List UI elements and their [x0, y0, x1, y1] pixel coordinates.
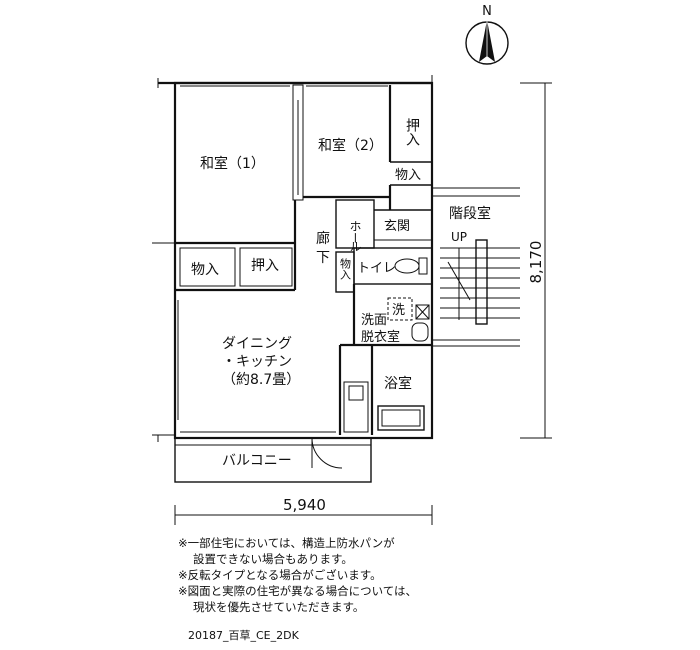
room-monoire-small: 物入: [339, 257, 352, 280]
room-dk-3: （約8.7畳）: [222, 372, 300, 388]
room-dk-2: ・キッチン: [222, 354, 292, 370]
north-label: N: [482, 4, 492, 19]
room-oshiire-top: 押入: [404, 118, 420, 146]
room-dk-1: ダイニング: [222, 336, 292, 352]
toilet-icon: [394, 257, 428, 275]
stair-up-label: UP: [451, 230, 467, 244]
room-wash-room-2: 脱衣室: [361, 329, 400, 345]
room-monoire-left: 物入: [191, 262, 219, 278]
note-line: 設置できない場合もあります。: [193, 552, 353, 566]
room-washitsu-2: 和室（2）: [318, 137, 383, 154]
dimension-lines: [174, 82, 552, 525]
room-hall-1: ホー: [348, 220, 362, 244]
room-genkan: 玄関: [384, 219, 410, 234]
interior-walls: [175, 84, 433, 435]
balcony: [174, 437, 372, 483]
plan-code: 20187_百草_CE_2DK: [188, 629, 299, 642]
room-stair: 階段室: [449, 205, 491, 222]
note-line: ※反転タイプとなる場合がございます。: [178, 568, 382, 582]
stairwell: [432, 187, 520, 347]
room-hall-2: ル: [348, 240, 362, 252]
notes: ※一部住宅においては、構造上防水パンが 設置できない場合もあります。 ※反転タイ…: [178, 535, 417, 615]
note-line: ※一部住宅においては、構造上防水パンが: [178, 536, 395, 550]
room-roka-1: 廊: [316, 230, 330, 247]
room-roka-2: 下: [316, 250, 330, 266]
note-line: ※図面と実際の住宅が異なる場合については、: [178, 584, 418, 598]
room-monoire-top: 物入: [395, 168, 421, 183]
room-wash-room-1: 洗面: [361, 313, 387, 328]
room-oshiire-left: 押入: [251, 258, 279, 274]
room-washitsu-1: 和室（1）: [200, 155, 265, 172]
north-arrow-icon: [465, 20, 509, 65]
note-line: 現状を優先させていただきます。: [193, 600, 365, 614]
room-toilet: トイレ: [357, 261, 396, 276]
washing-machine-label: 洗: [392, 303, 405, 318]
width-dimension: 5,940: [283, 496, 326, 514]
room-balcony: バルコニー: [222, 453, 292, 469]
room-bath: 浴室: [384, 375, 412, 392]
windows: [177, 85, 388, 433]
depth-dimension: 8,170: [527, 241, 545, 284]
